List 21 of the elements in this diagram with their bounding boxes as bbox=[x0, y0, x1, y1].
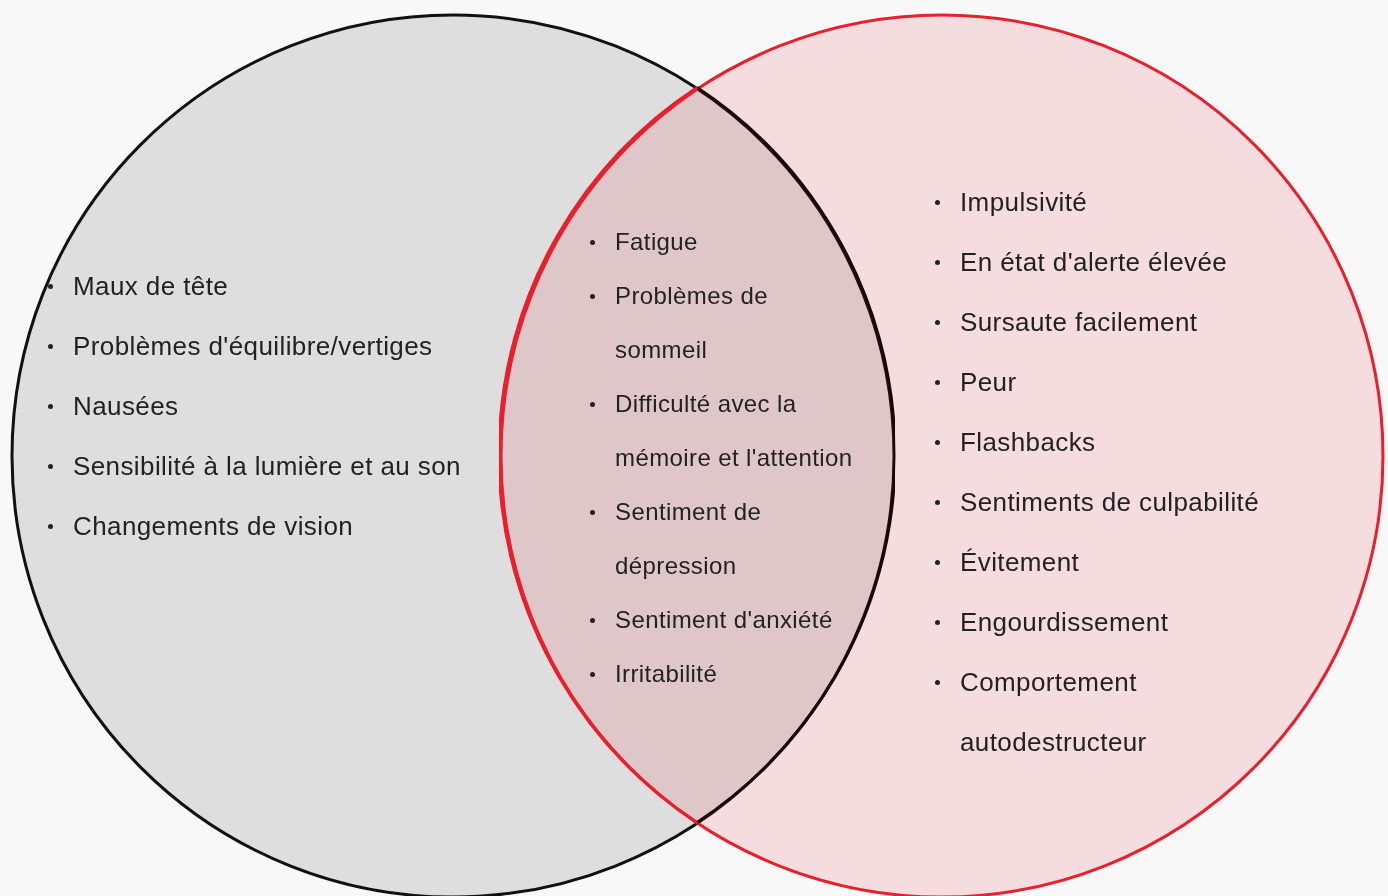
bullet-text: Impulsivité bbox=[960, 186, 1088, 219]
bullet-text: Nausées bbox=[73, 390, 179, 423]
bullet-text: Irritabilité bbox=[615, 659, 718, 689]
bullet-text: Sentiment de dépression bbox=[615, 497, 763, 581]
bullet-text: Changements de vision bbox=[73, 510, 354, 543]
bullet-text: Fatigue bbox=[615, 227, 698, 257]
bullet-text: Sentiment d'anxiété bbox=[615, 605, 833, 635]
bullet-text: Sursaute facilement bbox=[960, 306, 1198, 339]
overlap-region bbox=[499, 86, 895, 824]
bullet-text: En état d'alerte élevée bbox=[960, 246, 1228, 279]
bullet-text: Peur bbox=[960, 366, 1017, 399]
bullet-text: Problèmes d'équilibre/vertiges bbox=[73, 330, 433, 363]
bullet-text: Comportement autodestructeur bbox=[960, 666, 1148, 759]
bullet-text: Difficulté avec la mémoire et l'attention bbox=[615, 389, 854, 473]
bullet-text: Flashbacks bbox=[960, 426, 1096, 459]
bullet-text: Problèmes de sommeil bbox=[615, 281, 769, 365]
bullet-text: Évitement bbox=[960, 546, 1080, 579]
bullet-text: Sensibilité à la lumière et au son bbox=[73, 450, 461, 483]
bullet-text: Engourdissement bbox=[960, 606, 1169, 639]
bullet-text: Maux de tête bbox=[73, 270, 229, 303]
bullet-text: Sentiments de culpabilité bbox=[960, 486, 1260, 519]
